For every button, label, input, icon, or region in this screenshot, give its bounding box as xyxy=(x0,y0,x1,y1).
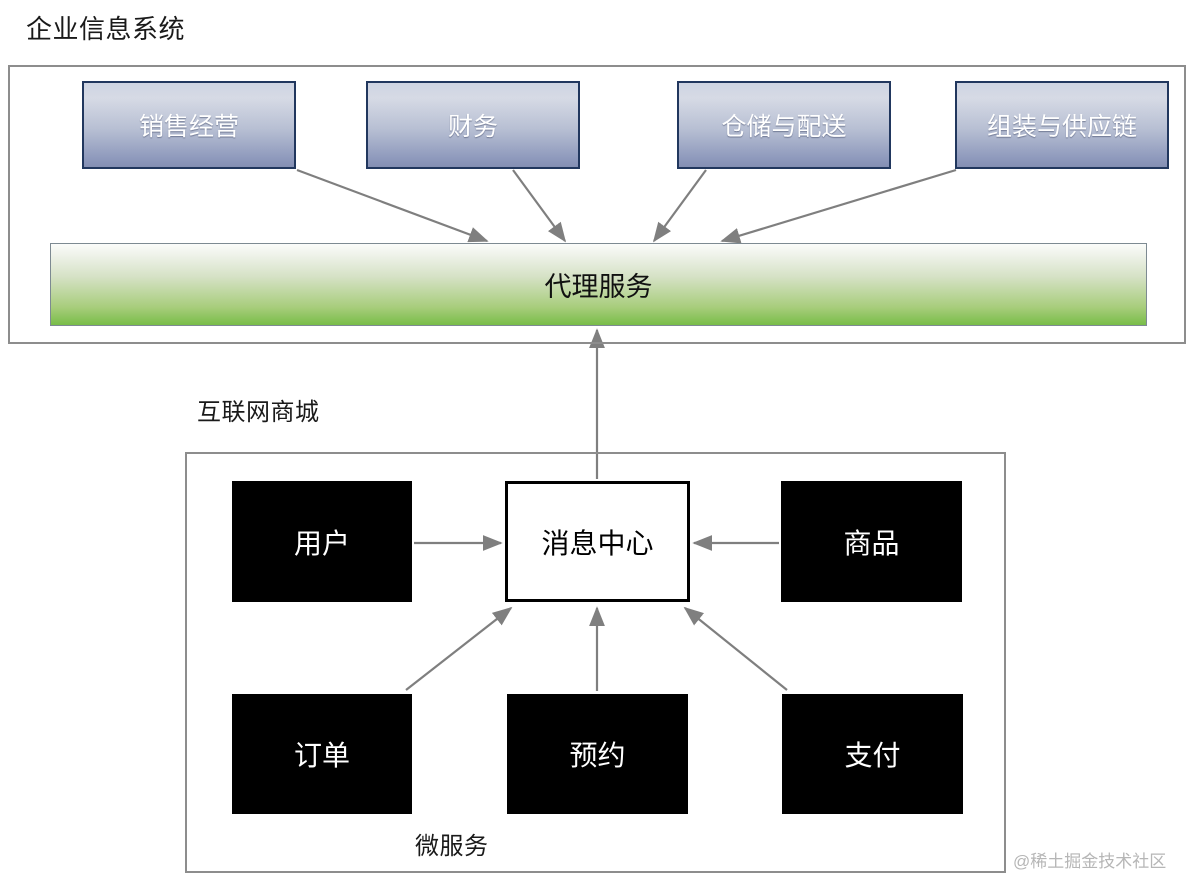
microservice-node-payment[interactable]: 支付 xyxy=(782,694,963,814)
enterprise-node-warehouse[interactable]: 仓储与配送 xyxy=(677,81,891,169)
enterprise-container xyxy=(8,65,1186,344)
microservice-node-booking[interactable]: 预约 xyxy=(507,694,688,814)
microservice-node-user[interactable]: 用户 xyxy=(232,481,412,602)
enterprise-node-supply-chain[interactable]: 组装与供应链 xyxy=(955,81,1169,169)
microservice-section-title: 微服务 xyxy=(415,833,489,860)
proxy-service-node[interactable]: 代理服务 xyxy=(50,243,1147,326)
watermark-text: @稀土掘金技术社区 xyxy=(1013,852,1167,871)
mall-container xyxy=(185,452,1006,873)
message-center-node[interactable]: 消息中心 xyxy=(505,481,690,602)
microservice-node-product[interactable]: 商品 xyxy=(781,481,962,602)
enterprise-node-sales[interactable]: 销售经营 xyxy=(82,81,296,169)
mall-section-title: 互联网商城 xyxy=(197,399,320,426)
enterprise-section-title: 企业信息系统 xyxy=(26,14,186,44)
enterprise-node-finance[interactable]: 财务 xyxy=(366,81,580,169)
microservice-node-order[interactable]: 订单 xyxy=(232,694,412,814)
